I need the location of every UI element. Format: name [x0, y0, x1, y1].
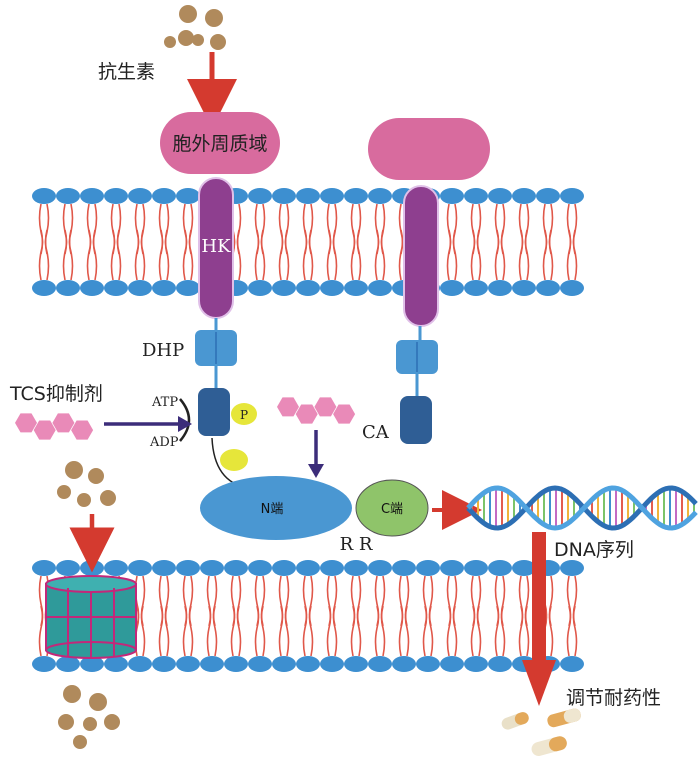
regulate-resistance-label: 调节耐药性 [566, 687, 661, 709]
periplasmic-domain-2 [368, 118, 490, 180]
ca-label: CA [362, 422, 390, 443]
hk-label: HK [201, 236, 231, 257]
dna-double-helix [466, 485, 698, 531]
antibiotic-label: 抗生素 [98, 61, 155, 83]
regulation-arrow-head [522, 660, 556, 706]
ca-domain-right [400, 396, 432, 444]
response-regulator: N端 C端 R R [200, 476, 429, 555]
n-terminal-domain [200, 476, 352, 540]
n-terminal-label: N端 [261, 502, 284, 517]
c-terminal-domain [355, 479, 429, 537]
periplasmic-domain-label: 胞外周质域 [172, 133, 267, 155]
transmembrane-body-2 [403, 185, 439, 327]
ca-domain-left [198, 388, 230, 436]
antibiotic-particles-bottom [58, 685, 120, 749]
tcs-inhibitor-label: TCS抑制剂 [9, 383, 103, 405]
c-terminal-label: C端 [381, 502, 403, 517]
adp-label: ADP [149, 435, 179, 450]
drug-capsules [501, 708, 581, 756]
antibiotic-particles-left [57, 461, 116, 507]
dhp-label: DHP [142, 340, 184, 361]
tcs-inhibitor-molecule-2 [277, 397, 356, 424]
antibiotic-particles-top [164, 5, 226, 50]
histidine-kinase-receptor-2: CA [362, 118, 490, 444]
porin-channel [45, 575, 137, 659]
atp-label: ATP [151, 395, 178, 410]
periplasmic-domain [160, 112, 280, 174]
rr-label: R R [340, 534, 373, 555]
dna-sequence-label: DNA序列 [554, 539, 634, 561]
cell-membrane-upper [32, 188, 584, 296]
phosphate-icon [231, 403, 257, 425]
histidine-kinase-receptor: 胞外周质域 HK DHP [142, 112, 280, 436]
atp-adp-curve [179, 398, 191, 442]
regulation-arrow-shaft [532, 532, 546, 664]
tcs-inhibitor-molecule [15, 413, 94, 440]
phosphate-icon-2 [220, 449, 248, 471]
phosphate-label: P [240, 408, 248, 422]
